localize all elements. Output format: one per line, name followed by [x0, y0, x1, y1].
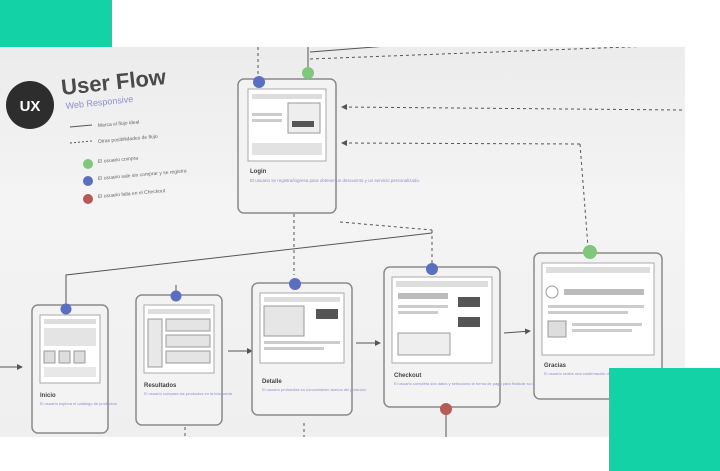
node-red-checkout — [440, 403, 452, 415]
screen-thanks: Gracias El usuario recibe una confirmaci… — [533, 252, 663, 400]
legend-text-4: El usuario falla en el Checkout — [98, 188, 166, 200]
legend-dot-red — [83, 194, 93, 204]
screen-login-title: Login — [250, 169, 267, 175]
screen-detail: Detalle El usuario profundiza su conocim… — [251, 282, 367, 416]
user-flow-photo: UX User Flow Web Responsive Marca el flu… — [0, 47, 685, 437]
node-green-login — [302, 67, 314, 79]
legend-text-0: Marca el flujo ideal — [98, 119, 140, 129]
legend-dot-blue — [83, 176, 93, 186]
legend-text-2: El usuario compra — [98, 155, 139, 165]
screen-checkout-title: Checkout — [394, 373, 421, 379]
screen-login: Login El usuario se registra/ingresa par… — [237, 78, 420, 214]
screen-results: Resultados El usuario compara los produc… — [135, 294, 233, 426]
screen-results-title: Resultados — [144, 383, 177, 389]
legend-text-3: El usuario sale sin comprar y se registr… — [98, 168, 187, 182]
screen-thanks-desc: El usuario recibe una confirmación de su… — [544, 371, 631, 376]
legend: Marca el flujo ideal Otras posibilidades… — [69, 119, 187, 204]
screen-checkout: Checkout El usuario completa sus datos y… — [383, 266, 546, 408]
flow-connectors — [0, 47, 683, 437]
accent-block-top-left — [0, 0, 112, 47]
node-blue-home — [60, 303, 72, 315]
legend-solid-line — [69, 124, 93, 128]
screen-home: Inicio El usuario explora el catálogo de… — [31, 304, 117, 434]
logo-text: UX — [20, 98, 41, 115]
screen-detail-title: Detalle — [262, 379, 282, 385]
node-green-thanks — [583, 245, 597, 259]
flow-title: User Flow — [60, 64, 168, 100]
node-blue-detail — [289, 278, 301, 290]
screen-thanks-title: Gracias — [544, 363, 567, 369]
screen-home-desc: El usuario explora el catálogo de produc… — [40, 401, 117, 406]
screen-results-desc: El usuario compara los productos en la b… — [144, 391, 233, 396]
node-blue-login — [253, 76, 265, 88]
node-blue-checkout — [426, 263, 438, 275]
logo: UX — [6, 81, 54, 129]
screen-checkout-desc: El usuario completa sus datos y seleccio… — [394, 381, 546, 386]
node-blue-results — [170, 290, 182, 302]
screen-login-desc: El usuario se registra/ingresa para obte… — [250, 178, 420, 183]
legend-text-1: Otras posibilidades de flujo — [98, 134, 159, 145]
legend-dashed-line — [69, 140, 93, 144]
user-flow-diagram: UX User Flow Web Responsive Marca el flu… — [0, 47, 683, 437]
accent-block-bottom-right — [609, 368, 720, 471]
legend-dot-green — [83, 159, 93, 169]
screen-home-title: Inicio — [40, 393, 56, 399]
screen-detail-desc: El usuario profundiza su conocimiento ac… — [262, 387, 367, 392]
